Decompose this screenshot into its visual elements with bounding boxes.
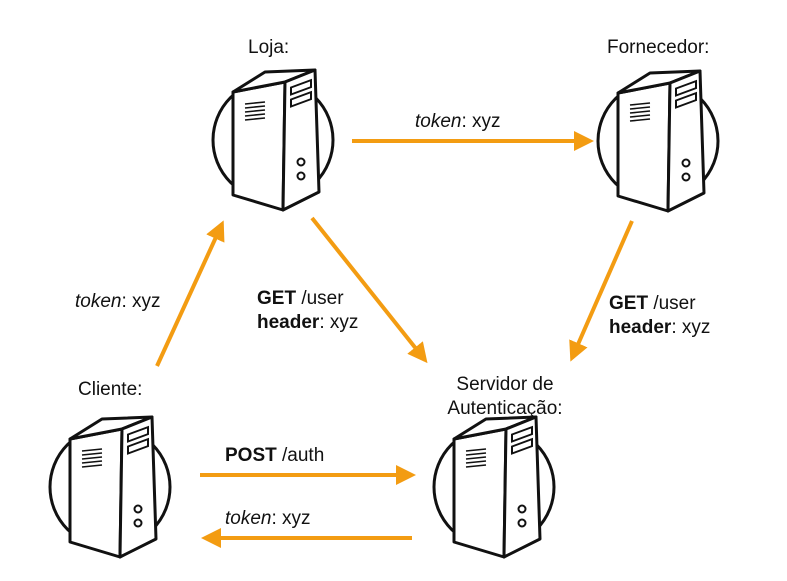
loja-label: Loja: [248,37,290,58]
header-key: header [257,312,320,333]
edge-label-loja-fornecedor: token: xyz [415,110,501,134]
auth-server-icon [432,415,556,559]
edge-label-auth-cliente: token: xyz [225,507,311,531]
token-value: : xyz [461,111,501,132]
auth-label-line2: Autenticação: [447,398,563,419]
http-method: GET [609,293,649,314]
header-value: : xyz [671,317,711,338]
token-key: token [75,291,122,312]
token-key: token [415,111,462,132]
auth-label: Servidor de Autenticação: [430,373,580,421]
token-key: token [225,508,272,529]
fornecedor-label: Fornecedor: [607,37,710,58]
edge-label-fornecedor-auth: GET /user header: xyz [609,292,710,340]
http-method: GET [257,288,297,309]
loja-server-icon [211,68,335,212]
header-value: : xyz [319,312,359,333]
edge-label-cliente-auth: POST /auth [225,444,324,468]
cliente-label: Cliente: [78,379,143,400]
edge-label-loja-auth: GET /user header: xyz [257,287,358,335]
token-value: : xyz [271,508,311,529]
edge-label-cliente-loja: token: xyz [75,290,161,314]
arrow-cliente-to-loja [155,220,225,367]
http-method: POST [225,445,277,466]
cliente-server-icon [48,415,172,559]
header-key: header [609,317,672,338]
fornecedor-server-icon [596,69,720,213]
arrow-fornecedor-to-auth [569,220,634,362]
auth-label-line1: Servidor de [456,374,554,395]
arrow-loja-to-auth [310,216,428,364]
http-path: /auth [276,445,325,466]
http-path: /user [648,293,696,314]
token-value: : xyz [121,291,161,312]
http-path: /user [296,288,344,309]
